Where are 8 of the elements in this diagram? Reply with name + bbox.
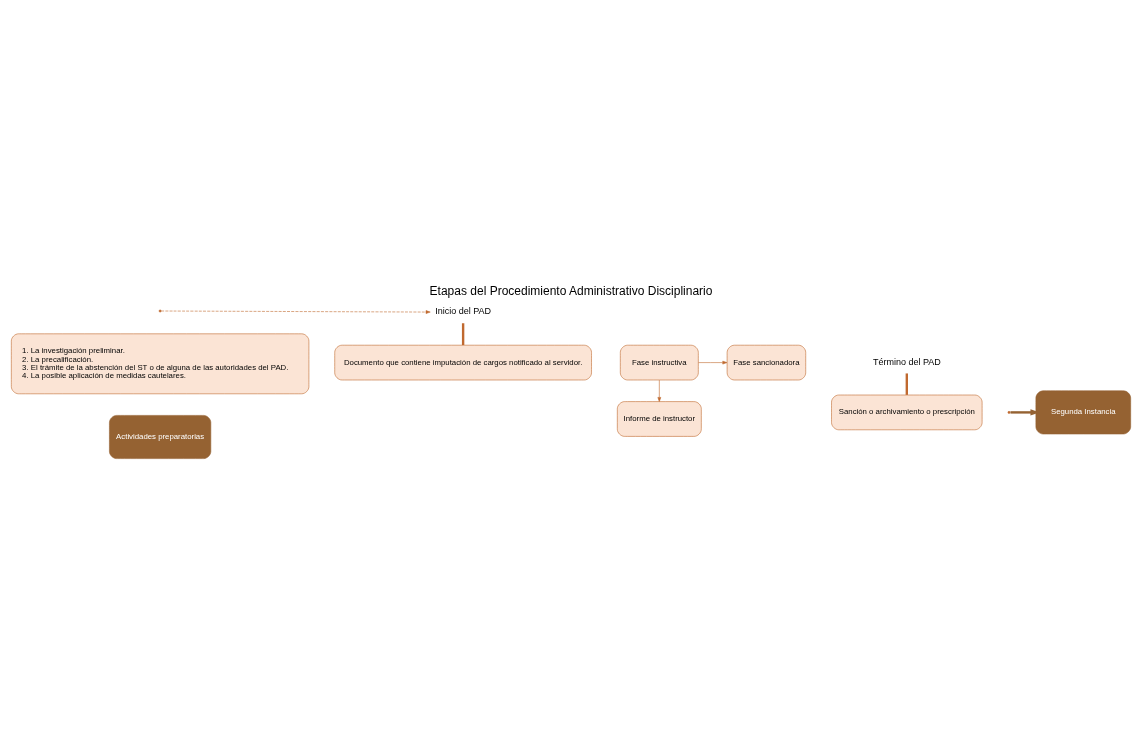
- diagram-title: Etapas del Procedimiento Administrativo Disciplinario: [429, 284, 713, 299]
- connector: [461, 323, 465, 346]
- arrow: [160, 310, 431, 314]
- connector: [905, 373, 909, 395]
- node-text: Término del PAD: [872, 356, 941, 367]
- arrow: [657, 379, 662, 402]
- node-text: Inicio del PAD: [435, 306, 492, 317]
- arrow: [698, 360, 728, 365]
